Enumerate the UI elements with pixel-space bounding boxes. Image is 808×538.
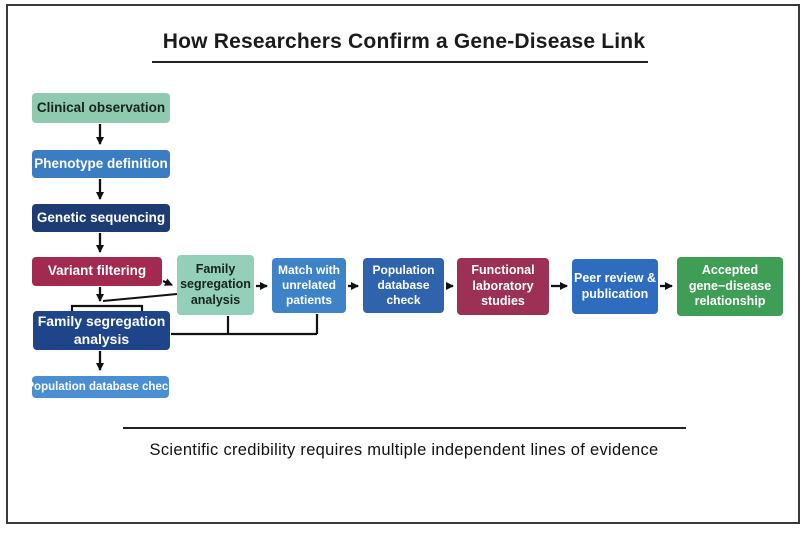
node-phenotype-definition: Phenotype definition [32,150,170,178]
node-family-segregation-analysis: Family segregation analysis [33,311,170,350]
node-variant-filtering: Variant filtering [32,257,162,286]
node-peer-review-publication: Peer review & publication [572,259,658,314]
feedback-lines [171,314,319,336]
caption-text: Scientific credibility requires multiple… [149,441,659,459]
page-title: How Researchers Confirm a Gene-Disease L… [162,30,646,53]
arrow-variant-to-pipeline [162,278,173,287]
node-genetic-sequencing: Genetic sequencing [32,204,170,232]
bracket-into-family [70,304,144,313]
caption-rule [123,427,686,429]
node-accepted-gene-disease: Accepted gene−disease relationship [677,257,783,316]
node-match-unrelated-patients: Match with unrelated patients [272,258,346,313]
node-clinical-observation: Clinical observation [32,93,170,123]
node-functional-laboratory-studies: Functional laboratory studies [457,258,549,315]
node-pipeline-family-segregation: Family segregation analysis [177,255,254,315]
title-underline [152,61,648,63]
node-population-database-check: Population database check [26,376,175,398]
node-pipeline-population-database: Population database check [363,258,444,313]
line-green-to-family [102,293,178,302]
